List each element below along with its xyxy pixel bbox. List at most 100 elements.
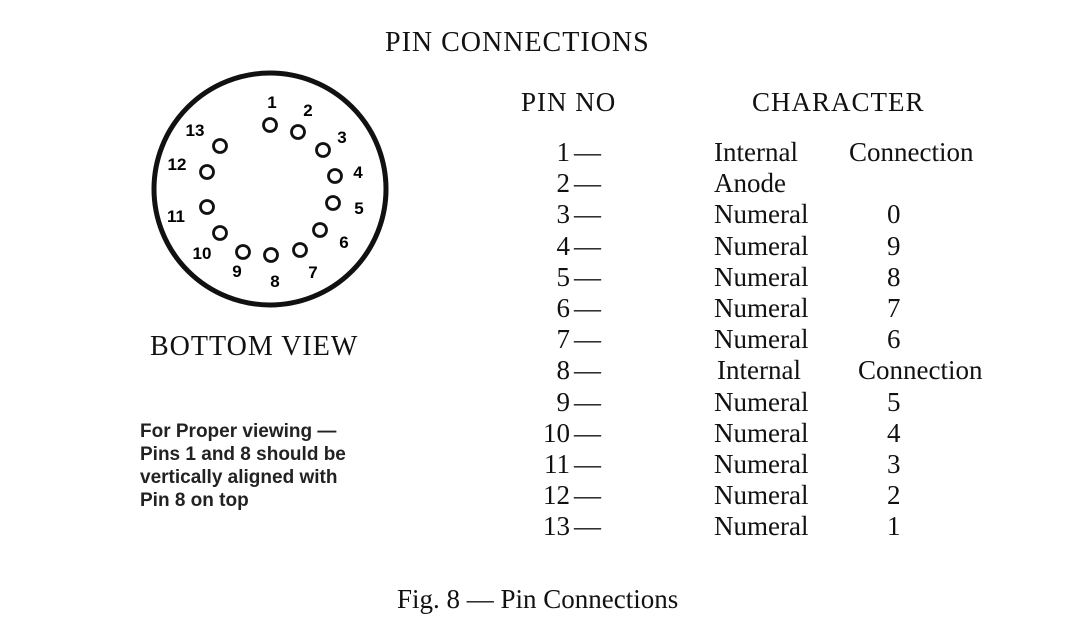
diagram-title: PIN CONNECTIONS [385, 27, 650, 58]
bottom-view-label: BOTTOM VIEW [150, 331, 359, 362]
pin-label: 5 [354, 199, 363, 218]
pin-label: 2 [303, 101, 312, 120]
table-row: 12— Numeral 2 [0, 480, 1088, 510]
character-value: Connection [858, 355, 983, 386]
table-row: 8— Internal Connection [0, 355, 1088, 385]
dash: — [574, 137, 601, 167]
pin-number: 7 [556, 324, 571, 355]
character-name: Numeral [714, 386, 809, 417]
pin-number: 11 [544, 449, 570, 479]
pin-number: 4 [556, 230, 571, 261]
dash: — [574, 355, 601, 386]
character-name: Numeral [714, 480, 809, 511]
table-row: 11— Numeral 3 [0, 449, 1088, 479]
character-name: Numeral [714, 511, 809, 542]
pin-hole [212, 225, 228, 241]
pin-label: 10 [193, 244, 212, 263]
note-line: For Proper viewing — [140, 421, 337, 442]
note-line: Pin 8 on top [140, 490, 249, 511]
pin-number: 13 [543, 511, 570, 542]
character-name: Anode [714, 168, 786, 199]
dash: — [574, 293, 601, 323]
character-value: 0 [887, 199, 901, 230]
character-name: Numeral [714, 199, 809, 230]
table-row: 1— Internal Connection [0, 137, 1088, 167]
character-value: Connection [849, 137, 974, 167]
pin-hole [262, 117, 278, 133]
socket-outline [151, 70, 389, 308]
dash: — [574, 324, 601, 355]
pin-label: 9 [232, 262, 241, 281]
character-value: 9 [887, 230, 901, 261]
character-name: Numeral [714, 449, 809, 479]
pin-label: 12 [168, 155, 187, 174]
pin-label: 7 [308, 263, 317, 282]
pin-label: 8 [270, 272, 279, 291]
dash: — [574, 417, 601, 448]
pin-hole [199, 164, 215, 180]
character-name: Numeral [714, 417, 809, 448]
table-row: 9— Numeral 5 [0, 387, 1088, 417]
character-value: 3 [887, 449, 901, 479]
character-name: Internal [717, 355, 801, 386]
pin-label: 4 [353, 163, 363, 182]
character-value: 8 [887, 261, 901, 292]
pin-label: 11 [167, 207, 185, 226]
table-row: 7— Numeral 6 [0, 324, 1088, 354]
pin-label: 1 [267, 93, 276, 112]
viewing-note: For Proper viewing — Pins 1 and 8 should… [140, 420, 346, 512]
pin-number: 9 [556, 386, 571, 417]
table-row: 4— Numeral 9 [0, 231, 1088, 261]
figure-caption: Fig. 8 — Pin Connections [397, 584, 679, 614]
character-value: 5 [887, 386, 901, 417]
pin-hole [325, 195, 341, 211]
pin-number: 5 [556, 261, 571, 292]
note-line: Pins 1 and 8 should be [140, 444, 346, 465]
pin-number: 10 [543, 417, 570, 448]
character-name: Numeral [714, 293, 809, 323]
pin-number: 2 [556, 168, 571, 199]
pin-hole [312, 222, 328, 238]
table-row: 5— Numeral 8 [0, 262, 1088, 292]
column-header-pin-no: PIN NO [521, 87, 617, 117]
pin-hole [290, 124, 306, 140]
character-name: Numeral [714, 230, 809, 261]
pin-hole [292, 242, 308, 258]
table-row: 6— Numeral 7 [0, 293, 1088, 323]
pin-hole [235, 244, 251, 260]
pin-label: 3 [337, 128, 346, 147]
dash: — [574, 261, 601, 292]
pin-hole [327, 168, 343, 184]
character-value: 7 [887, 293, 901, 323]
dash: — [574, 511, 601, 542]
pin-number: 12 [543, 480, 570, 511]
pin-label: 6 [339, 233, 348, 252]
dash: — [574, 386, 601, 417]
character-value: 2 [887, 480, 901, 511]
pin-number: 3 [556, 199, 571, 230]
pin-label: 13 [186, 121, 205, 140]
character-value: 4 [887, 417, 901, 448]
table-row: 2— Anode [0, 168, 1088, 198]
table-row: 10— Numeral 4 [0, 418, 1088, 448]
column-header-character: CHARACTER [752, 87, 925, 117]
pin-number: 6 [556, 293, 571, 323]
dash: — [574, 199, 601, 230]
pin-number: 8 [556, 355, 571, 386]
pin-hole [315, 142, 331, 158]
pin-hole [212, 138, 228, 154]
table-row: 3— Numeral 0 [0, 199, 1088, 229]
character-name: Internal [714, 137, 798, 167]
dash: — [574, 449, 601, 479]
character-name: Numeral [714, 324, 809, 355]
character-value: 6 [887, 324, 901, 355]
note-line: vertically aligned with [140, 467, 338, 488]
pin-hole [199, 199, 215, 215]
dash: — [574, 230, 601, 261]
dash: — [574, 168, 601, 199]
character-name: Numeral [714, 261, 809, 292]
pin-number: 1 [556, 137, 571, 167]
dash: — [574, 480, 601, 511]
